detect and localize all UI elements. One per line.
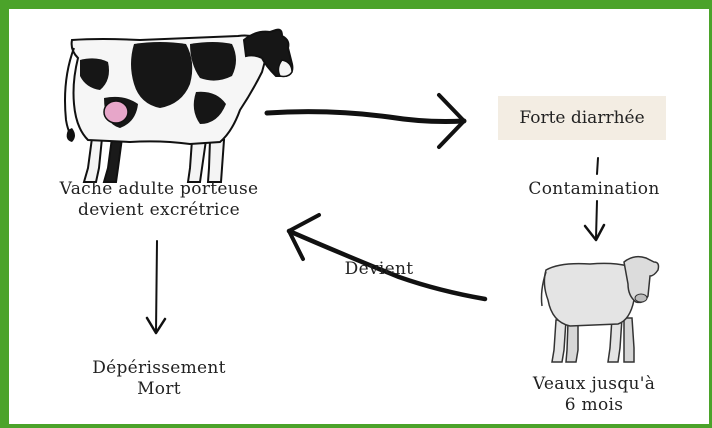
outcome-line-1: Dépérissement: [79, 358, 239, 379]
cow-label-line-1: Vache adulte porteuse: [39, 179, 279, 200]
calf-label-line-1: Veaux jusqu'à: [514, 374, 674, 395]
outcome-line-2: Mort: [79, 379, 239, 400]
diarrhea-box: Forte diarrhée: [498, 96, 666, 140]
calf-label-line-2: 6 mois: [514, 395, 674, 416]
arrow-cow-to-outcome: [147, 241, 165, 333]
arrow-calf-to-cow: [289, 215, 485, 299]
calf-label: Veaux jusqu'à 6 mois: [514, 374, 674, 416]
becomes-label: Devient: [334, 259, 424, 280]
cow-label: Vache adulte porteuse devient excrétrice: [39, 179, 279, 221]
adult-cow-icon: [65, 30, 292, 182]
outcome-label: Dépérissement Mort: [79, 358, 239, 400]
diarrhea-label: Forte diarrhée: [519, 108, 644, 128]
contamination-label: Contamination: [514, 179, 674, 200]
arrow-cow-to-diarrhea: [267, 95, 464, 147]
calf-icon: [542, 257, 659, 362]
cow-label-line-2: devient excrétrice: [39, 200, 279, 221]
